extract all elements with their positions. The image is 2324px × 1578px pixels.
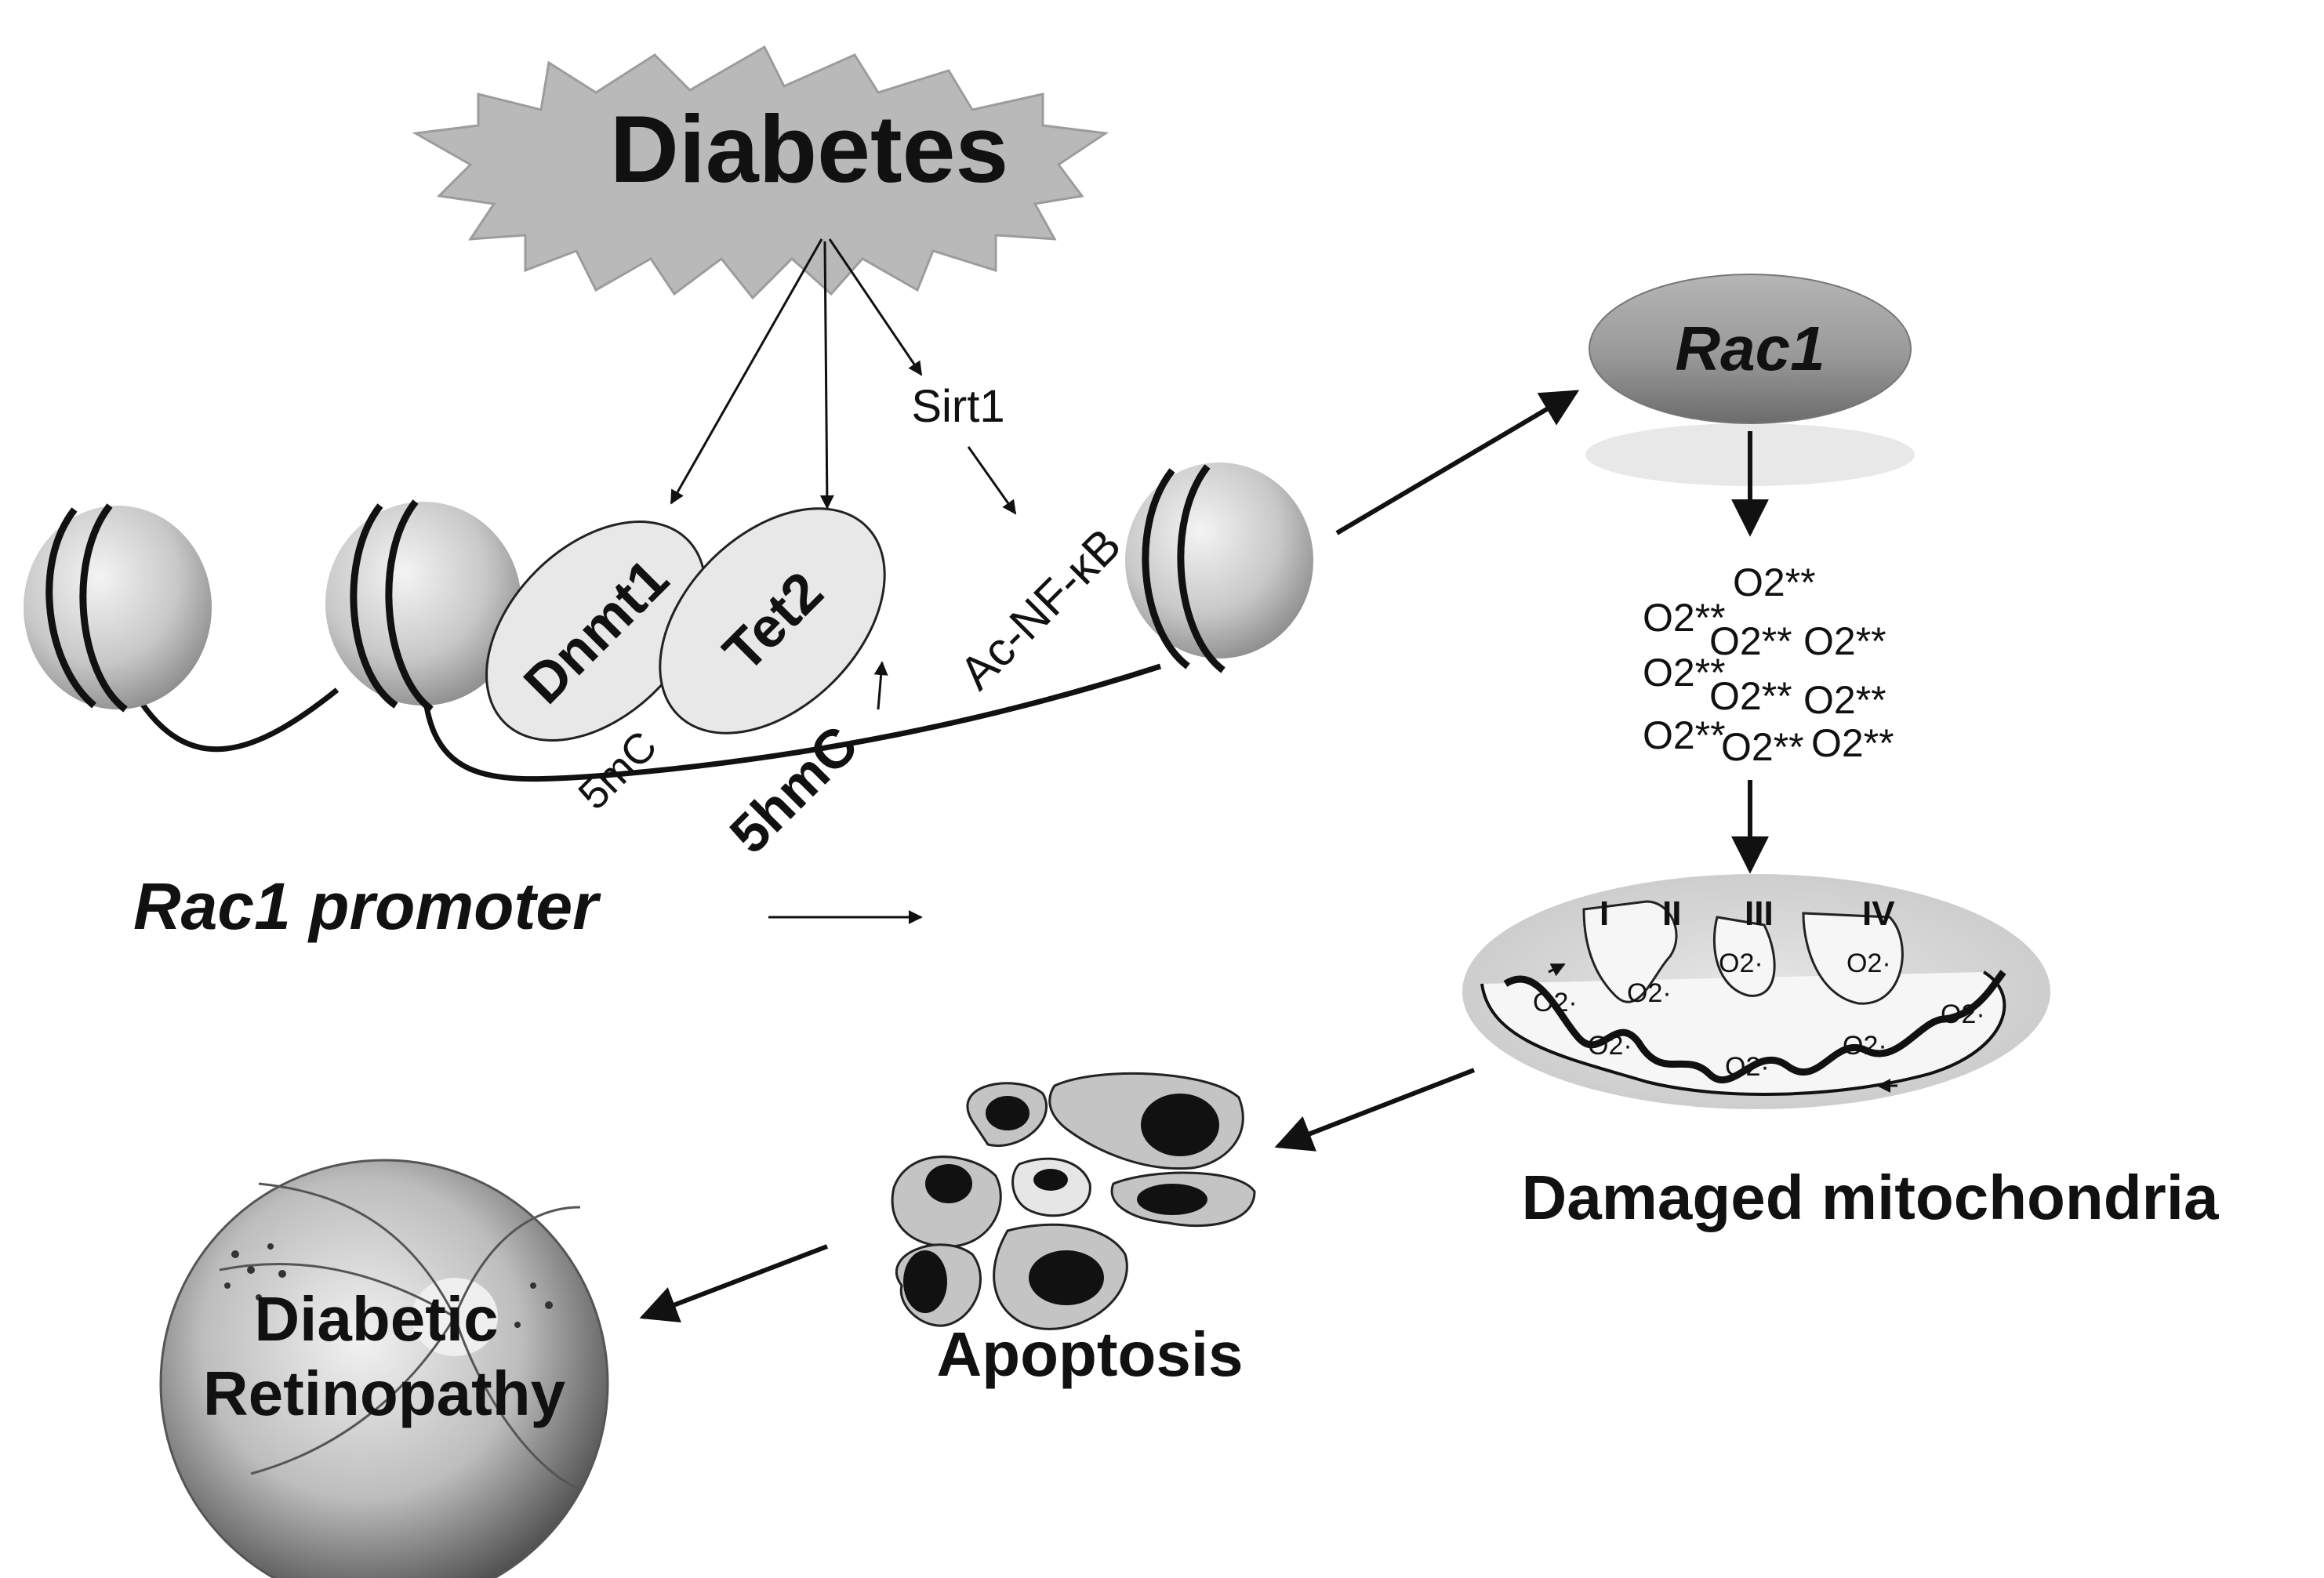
complex-label: I xyxy=(1600,894,1609,933)
retinopathy-label-line1: Diabetic xyxy=(254,1284,498,1354)
superoxide-label: O2· xyxy=(1725,1052,1770,1082)
arrow-mitochondria-to-apoptosis xyxy=(1274,1068,1476,1152)
superoxide-label: O2· xyxy=(1627,978,1672,1008)
complex-label: III xyxy=(1745,894,1774,933)
apoptosis-label: Apoptosis xyxy=(936,1319,1243,1389)
nucleosome-1 xyxy=(24,503,212,713)
acnfkb-label: Ac-NF-κB xyxy=(950,518,1131,699)
nucleosome-2 xyxy=(325,499,521,713)
ros-label: O2** xyxy=(1643,596,1726,640)
complex-label: IV xyxy=(1862,894,1895,933)
dnmt1-enzyme: Dnmt1 xyxy=(485,521,706,742)
ros-label: O2** xyxy=(1811,721,1894,765)
diabetes-burst: Diabetes xyxy=(412,45,1109,300)
arrow-5hmc-up xyxy=(873,661,888,710)
sirt1-label: Sirt1 xyxy=(911,381,1004,432)
ros-label: O2** xyxy=(1721,725,1804,769)
arrow-promoter-to-rac1 xyxy=(1335,390,1580,535)
superoxide-label: O2· xyxy=(1941,999,1985,1029)
nucleosome-3 xyxy=(1125,463,1313,673)
ros-label: O2** xyxy=(1709,619,1792,663)
complex-label: II xyxy=(1662,894,1681,933)
superoxide-label: O2· xyxy=(1533,988,1578,1018)
ros-label: O2** xyxy=(1643,713,1726,757)
ros-label: O2** xyxy=(1733,560,1816,604)
tet2-enzyme: Tet2 xyxy=(659,507,886,735)
ros-cluster: O2** O2** O2** O2** O2** O2** O2** O2** … xyxy=(1643,560,1894,769)
5hmc-label: 5hmC xyxy=(718,714,870,865)
superoxide-label: O2· xyxy=(1846,949,1891,978)
inner-membrane xyxy=(1503,970,2006,1083)
rac1-promoter-label: Rac1 promoter xyxy=(133,869,601,943)
dna-strand xyxy=(130,663,1162,782)
arrow-diabetes-to-dnmt1 xyxy=(670,238,823,505)
arrow-apoptosis-to-retinopathy xyxy=(639,1244,829,1322)
rac1-label: Rac1 xyxy=(1675,314,1825,383)
ros-label: O2** xyxy=(1803,678,1886,722)
diabetes-label: Diabetes xyxy=(610,96,1009,202)
damaged-mitochondrion: I II III IV O2· O2· O2· O2· O2· O2· O2· … xyxy=(1462,874,2050,1109)
ros-label: O2** xyxy=(1709,674,1792,718)
superoxide-label: O2· xyxy=(1843,1031,1887,1061)
retina-fundus-image xyxy=(159,1159,609,1578)
damaged-mitochondria-label: Damaged mitochondria xyxy=(1521,1163,2219,1232)
ros-label: O2** xyxy=(1643,651,1726,695)
apoptotic-cells xyxy=(891,1072,1256,1330)
ros-label: O2** xyxy=(1803,619,1886,663)
arrow-diabetes-to-sirt1 xyxy=(828,238,923,376)
superoxide-label: O2· xyxy=(1719,949,1763,978)
arrow-sirt1-to-acnfkb xyxy=(967,446,1017,515)
retinopathy-label-line2: Retinopathy xyxy=(203,1359,566,1428)
superoxide-label: O2· xyxy=(1588,1031,1632,1061)
arrow-diabetes-to-tet2 xyxy=(819,241,834,510)
starburst-shape xyxy=(412,45,1109,300)
